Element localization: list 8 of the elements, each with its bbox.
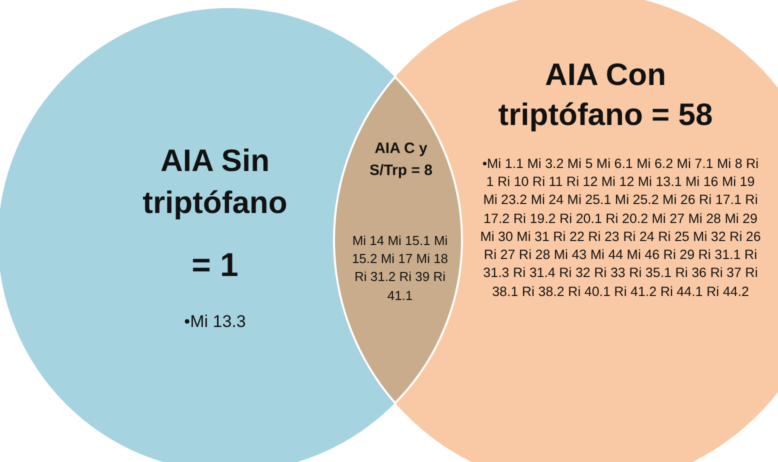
venn-title: AIA C y S/Trp = 8 [368, 139, 434, 181]
venn-title: AIA Sin triptófano [142, 142, 288, 222]
venn-count: = 1 [190, 245, 240, 285]
item-list: Mi 14 Mi 15.1 Mi 15.2 Mi 17 Mi 18 Ri 31.2 Ri 39 Ri 41.1 [350, 232, 450, 305]
overlap-region [333, 76, 463, 404]
item-list: •Mi 1.1 Mi 3.2 Mi 5 Mi 6.1 Mi 6.2 Mi 7.1 Mi 8 Ri 1 Ri 10 Ri 11 Ri 12 Mi 12 Mi 13.1 Mi 16 Mi 19 Mi 23.2 Mi 24 Mi 25.1 Mi 25.2 Mi 26 Ri 17.1 Ri 17.2 Ri 19.2 Ri 20.1 Ri 20.2 Mi 27 Mi 28 Mi 29 Mi 30 Mi 31 Ri 22 Ri 23 Ri 24 Ri 25 Mi 32 Ri 26 Ri 27 Ri 28 Mi 43 Mi 44 Mi 46 Ri 29 Ri 31.1 Ri 31.3 Ri 31.4 Ri 32 Ri 33 Ri 35.1 Ri 36 Ri 37 Ri 38.1 Ri 38.2 Ri 40.1 Ri 41.2 Ri 44.1 Ri 44.2 [478, 155, 763, 301]
venn-title: AIA Con triptófano = 58 [497, 56, 714, 134]
list-item: •Mi 13.3 [183, 312, 247, 332]
